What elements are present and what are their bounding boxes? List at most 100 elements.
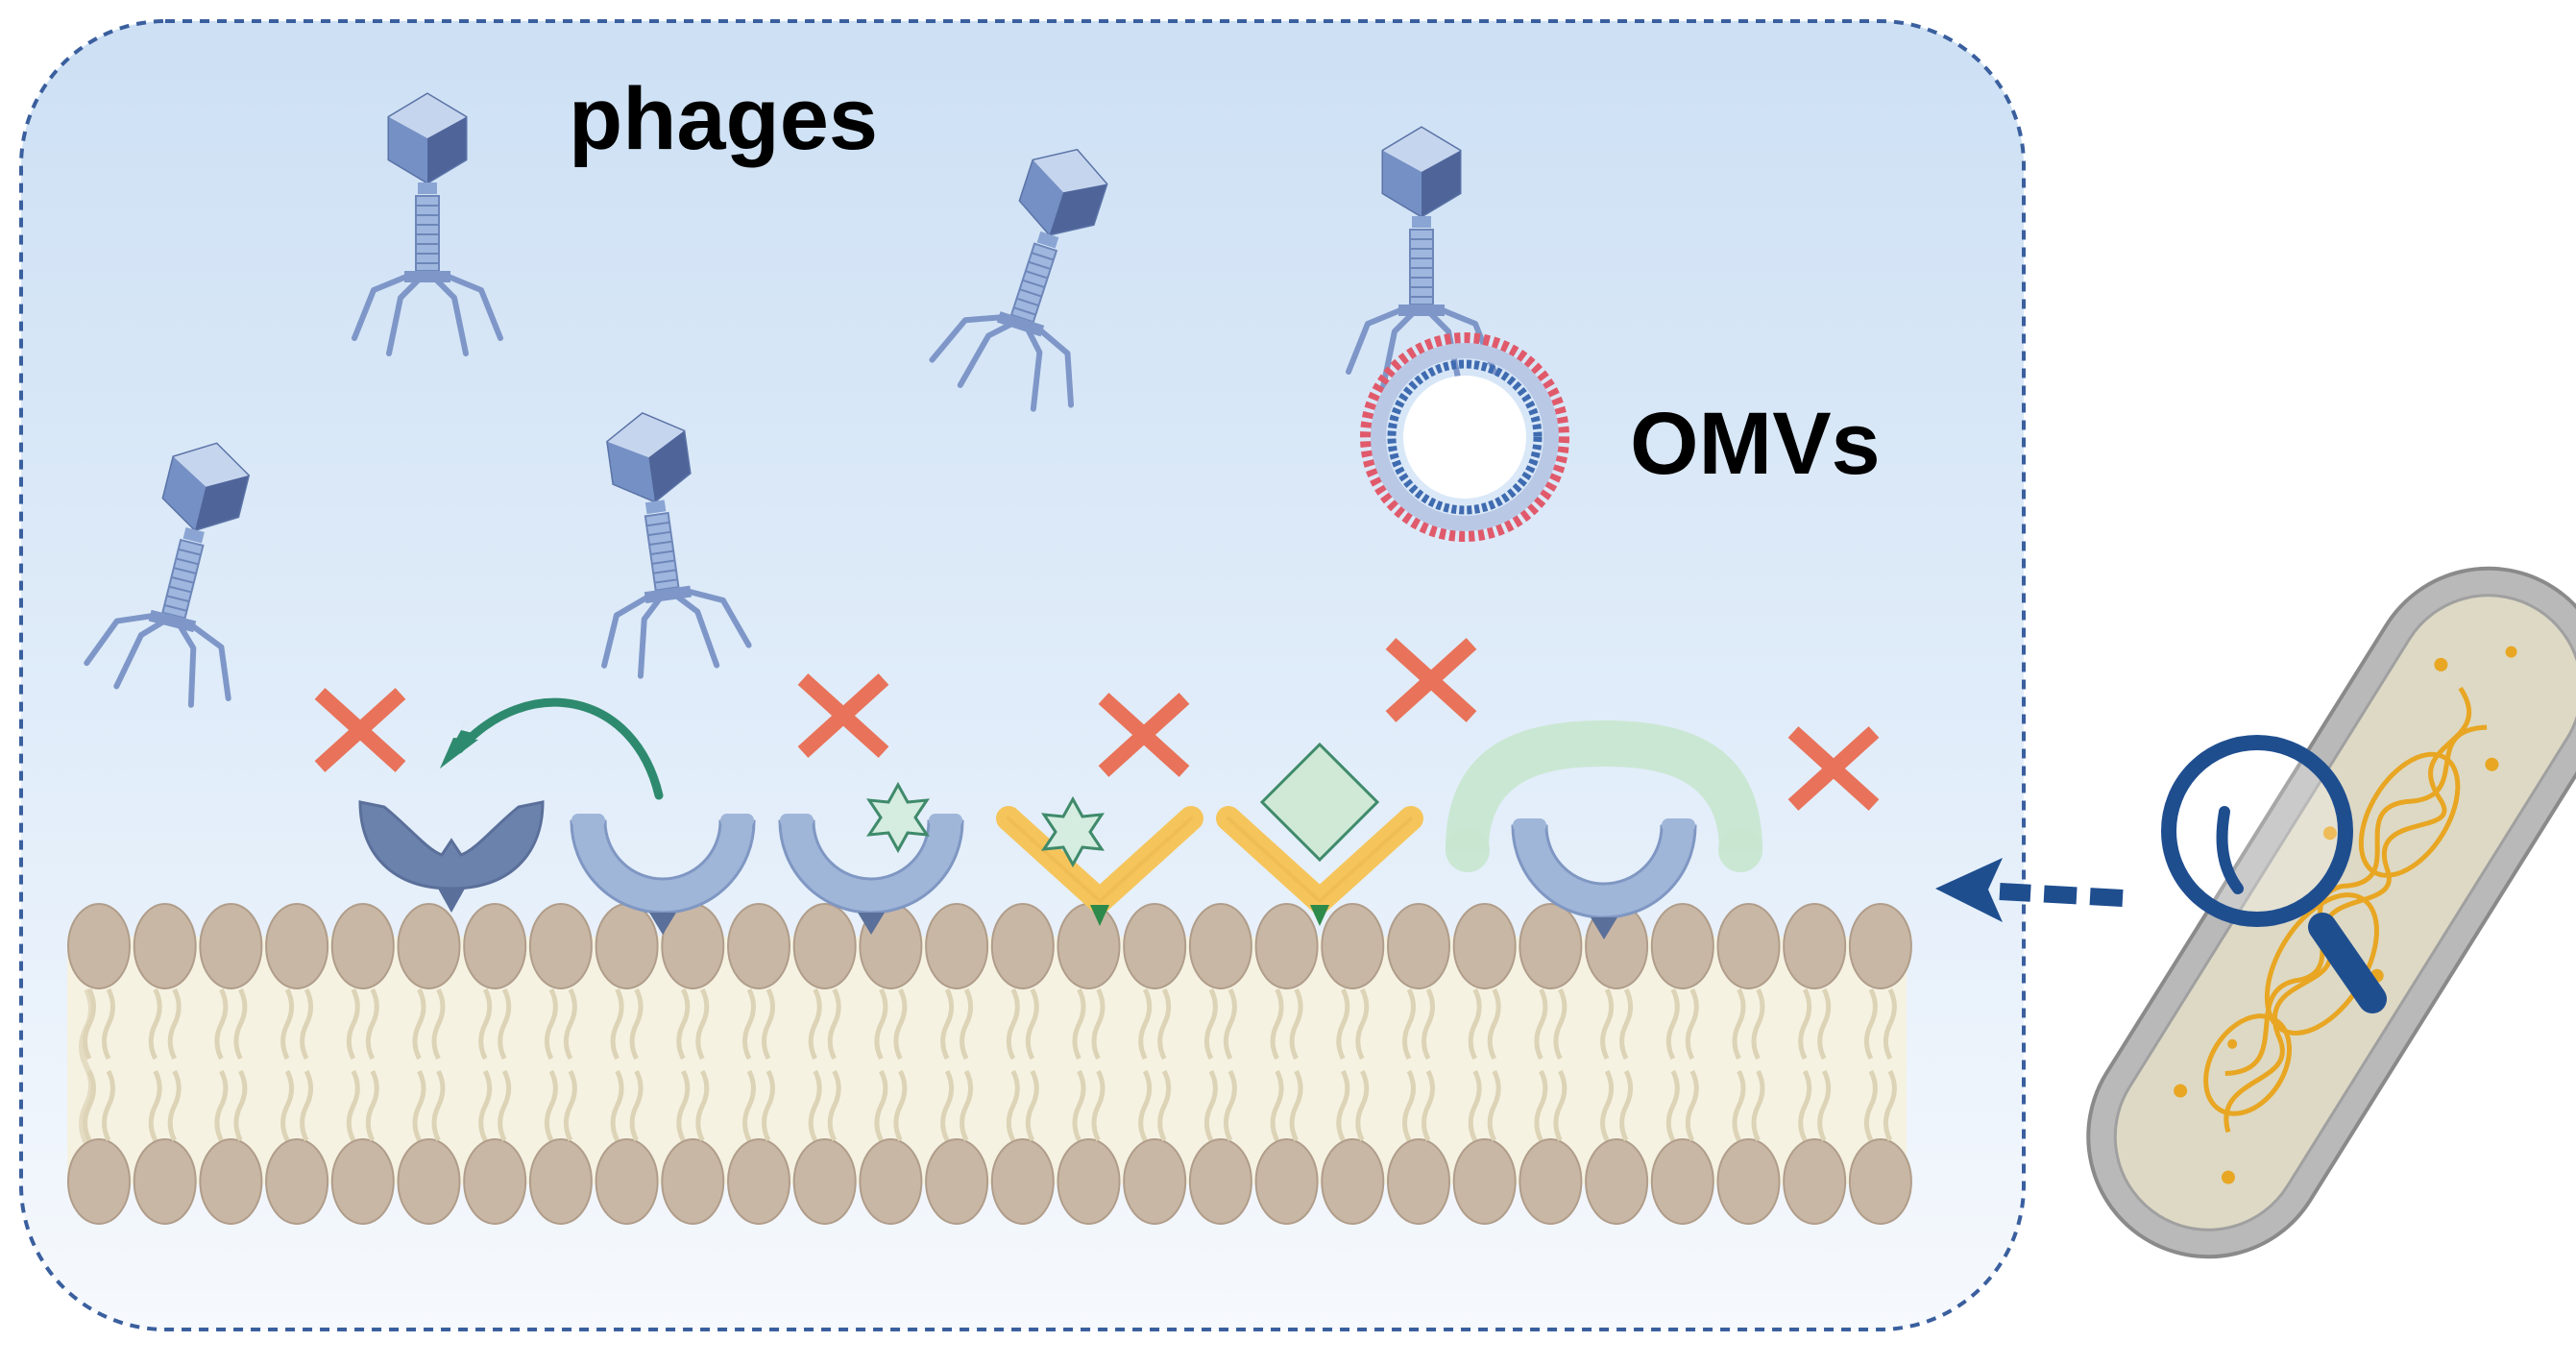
green-arrow — [440, 697, 664, 800]
lipid-tail — [1534, 988, 1548, 1142]
blue-dashed-arrow — [1935, 858, 2124, 922]
lipid-head — [397, 903, 461, 989]
lipid-head — [199, 903, 263, 989]
lipid-tail — [762, 988, 775, 1142]
lipid-tail — [1138, 988, 1153, 1142]
lipid-head — [925, 903, 989, 989]
lipid-tail — [1157, 988, 1172, 1142]
omvs-label: OMVs — [1630, 395, 1881, 493]
lipid-head — [1321, 903, 1385, 989]
lipid-head — [1519, 1138, 1583, 1225]
lipid-head — [792, 903, 857, 989]
lipid-tail — [629, 988, 644, 1142]
lipid-head — [463, 1138, 527, 1225]
phages-label: phages — [569, 70, 879, 168]
receptor-icon — [778, 783, 964, 935]
lipid-head — [1123, 1138, 1187, 1225]
lipid-tail — [431, 988, 446, 1142]
receptor-icon — [570, 812, 756, 935]
lipid-head — [727, 1138, 790, 1225]
lipid-head — [1254, 903, 1319, 989]
lipid-tail — [1863, 988, 1878, 1142]
lipid-head — [1123, 903, 1187, 989]
lipid-tail — [498, 988, 512, 1142]
lipid-head — [67, 1138, 131, 1225]
lipid-head — [133, 1138, 197, 1225]
lipid-tail — [1355, 988, 1370, 1142]
lipid-head — [67, 903, 131, 989]
lipid-head — [265, 903, 329, 989]
lipid-tail — [676, 988, 691, 1142]
lipid-head — [133, 903, 197, 989]
lipid-tail — [1883, 988, 1897, 1142]
lipid-head — [1650, 1138, 1714, 1225]
lipid-head — [1716, 1138, 1781, 1225]
lipid-tail — [827, 988, 841, 1142]
lipid-head — [528, 903, 593, 989]
lipid-tail — [1223, 988, 1237, 1142]
lipid-tail — [214, 988, 229, 1142]
lipid-head — [1188, 1138, 1252, 1225]
lipid-tail — [874, 988, 888, 1142]
lipid-head — [595, 903, 659, 989]
magnifier-icon — [2161, 735, 2387, 1013]
lipid-head — [528, 1138, 593, 1225]
lipid-head — [1716, 903, 1781, 989]
lipid-tail — [808, 988, 822, 1142]
lipid-head — [397, 1138, 461, 1225]
lipid-head — [990, 1138, 1055, 1225]
lipid-tail — [544, 988, 558, 1142]
lipid-tail — [412, 988, 426, 1142]
lipid-tail — [478, 988, 493, 1142]
lipid-head — [727, 903, 790, 989]
lipid-head — [1783, 903, 1847, 989]
lipid-tail — [148, 988, 162, 1142]
lipid-tail — [1751, 988, 1765, 1142]
lipid-head — [1848, 903, 1912, 989]
lipid-head — [1321, 1138, 1385, 1225]
lipid-head — [265, 1138, 329, 1225]
lipid-tail — [1468, 988, 1482, 1142]
lipid-tail — [1685, 988, 1699, 1142]
lipid-head — [661, 1138, 725, 1225]
lipid-tail — [960, 988, 974, 1142]
lipid-tail — [1619, 988, 1634, 1142]
lipid-tail — [610, 988, 624, 1142]
lipid-head — [1585, 1138, 1649, 1225]
lipid-tail — [893, 988, 908, 1142]
lipid-head — [1848, 1138, 1912, 1225]
lipid-head — [1387, 1138, 1450, 1225]
receptor-icon — [1009, 797, 1191, 926]
lipid-tail — [1732, 988, 1746, 1142]
lipid-tail — [280, 988, 295, 1142]
lipid-tail — [1817, 988, 1832, 1142]
lipid-tail — [940, 988, 955, 1142]
lipid-tail — [167, 988, 182, 1142]
lipid-tail — [1072, 988, 1086, 1142]
lipid-head — [199, 1138, 263, 1225]
lipid-tail — [1798, 988, 1812, 1142]
lipid-head — [330, 903, 395, 989]
lipid-head — [792, 1138, 857, 1225]
membrane-bilayer — [67, 903, 1912, 1225]
lipid-head — [990, 903, 1055, 989]
lipid-head — [1519, 903, 1583, 989]
omv-icon — [1360, 332, 1569, 542]
lipid-tail — [1203, 988, 1218, 1142]
lipid-tail — [1402, 988, 1416, 1142]
lipid-head — [1387, 903, 1450, 989]
lipid-head — [1650, 903, 1714, 989]
lipid-head — [1254, 1138, 1319, 1225]
lipid-head — [1783, 1138, 1847, 1225]
lipid-tail — [346, 988, 360, 1142]
lipid-tail — [742, 988, 756, 1142]
lipid-tail — [233, 988, 248, 1142]
lipid-tail — [102, 988, 115, 1142]
lipid-tail — [83, 988, 96, 1142]
lipid-head — [1057, 1138, 1121, 1225]
lipid-tail — [1006, 988, 1020, 1142]
lipid-tail — [1289, 988, 1303, 1142]
lipid-head — [1452, 903, 1517, 989]
bacterium-icon — [2086, 566, 2576, 1259]
